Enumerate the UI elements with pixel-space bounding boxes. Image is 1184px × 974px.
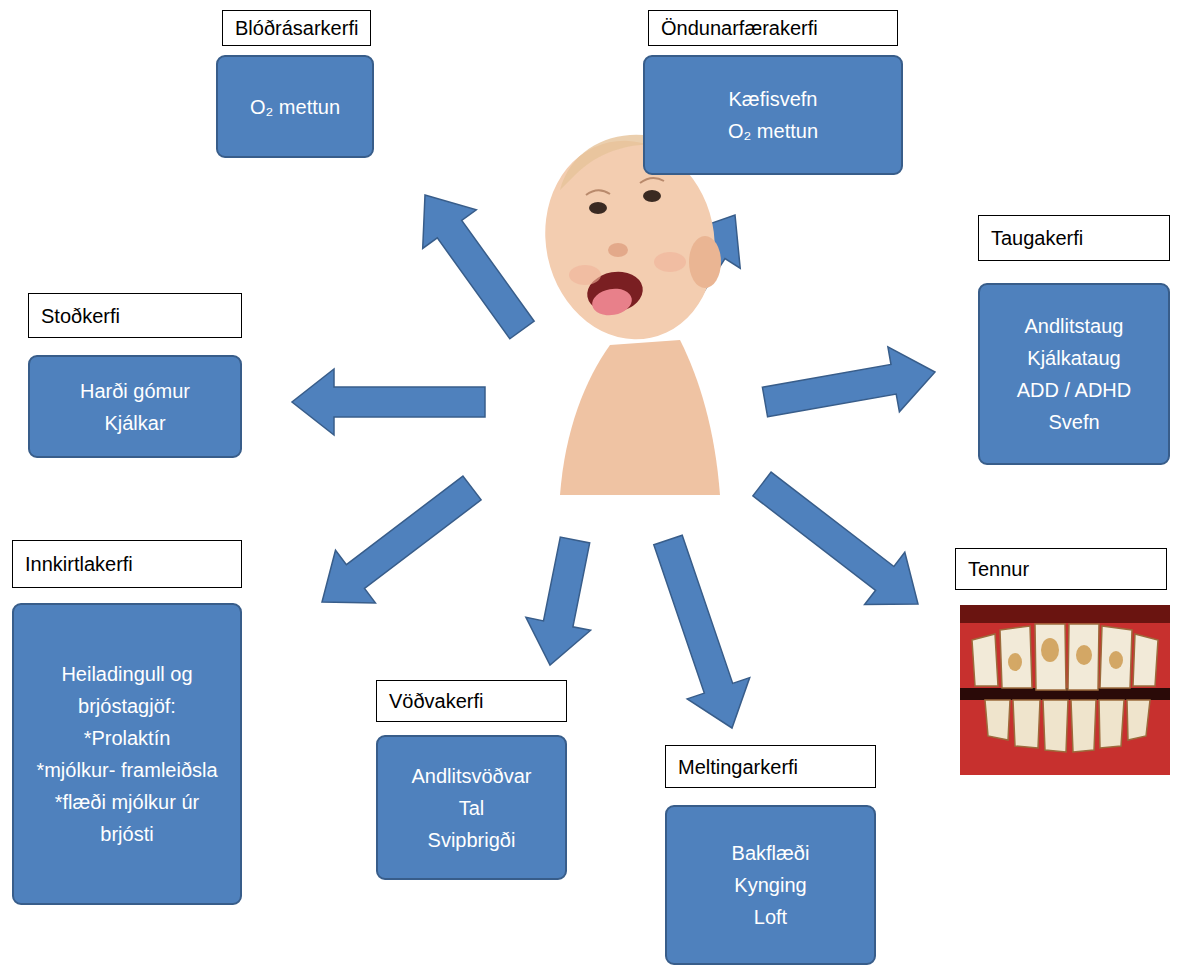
- item-text: O₂ mettun: [250, 91, 340, 123]
- item-text: O₂ mettun: [728, 115, 818, 147]
- item-text: Kjálkar: [104, 407, 165, 439]
- baby-brow: [640, 178, 664, 183]
- block-arrow: [654, 535, 750, 728]
- item-text: Bakflæði: [732, 837, 810, 869]
- item-text: Kynging: [734, 869, 806, 901]
- block-arrow: [292, 369, 485, 435]
- item-text: *mjólkur- framleiðsla: [36, 754, 217, 786]
- heading-text: Vöðvakerfi: [389, 688, 484, 714]
- item-text: Tal: [459, 792, 485, 824]
- item-text: Harði gómur: [80, 375, 190, 407]
- symptom-box: Heiladingull og brjóstagjöf:*Prolaktín*m…: [12, 603, 242, 905]
- block-arrow: [526, 537, 591, 665]
- system-heading-box: Blóðrásarkerfi: [222, 10, 371, 46]
- item-text: Loft: [754, 901, 787, 933]
- baby-illustration: [527, 125, 733, 495]
- system-heading-box: Meltingarkerfi: [665, 745, 876, 788]
- baby-nose: [608, 243, 628, 257]
- heading-text: Taugakerfi: [991, 225, 1083, 251]
- baby-neck: [560, 340, 720, 495]
- block-arrow: [423, 195, 535, 339]
- item-text: *Prolaktín: [84, 722, 171, 754]
- system-heading-box: Öndunarfærakerfi: [648, 10, 898, 46]
- system-heading-box: Taugakerfi: [978, 215, 1170, 261]
- symptom-box: Harði gómurKjálkar: [28, 355, 242, 458]
- baby-tongue: [590, 286, 634, 319]
- item-text: Andlitstaug: [1025, 310, 1124, 342]
- heading-text: Öndunarfærakerfi: [661, 15, 818, 41]
- arrow-group: [292, 195, 935, 728]
- block-arrow: [322, 476, 481, 603]
- symptom-box: BakflæðiKyngingLoft: [665, 805, 876, 965]
- block-arrow: [753, 472, 918, 604]
- heading-text: Meltingarkerfi: [678, 754, 798, 780]
- item-text: ADD / ADHD: [1017, 374, 1131, 406]
- baby-ear: [689, 236, 721, 288]
- heading-text: Innkirtlakerfi: [25, 551, 133, 577]
- item-text: *flæði mjólkur úr brjósti: [28, 786, 226, 850]
- system-heading-box: Vöðvakerfi: [376, 680, 567, 722]
- heading-text: Tennur: [968, 556, 1029, 582]
- system-heading-box: Stoðkerfi: [28, 293, 242, 338]
- teeth-illustration: [960, 605, 1170, 775]
- tooth-stains: [1008, 638, 1123, 671]
- system-heading-box: Tennur: [955, 548, 1167, 590]
- upper-teeth: [972, 624, 1158, 690]
- item-text: Kjálkataug: [1027, 342, 1120, 374]
- baby-cheek: [654, 252, 686, 272]
- symptom-box: AndlitstaugKjálkataugADD / ADHDSvefn: [978, 283, 1170, 465]
- item-text: Kæfisvefn: [729, 83, 818, 115]
- item-text: Svefn: [1048, 406, 1099, 438]
- item-text: Svipbrigði: [428, 824, 516, 856]
- symptom-box: AndlitsvöðvarTalSvipbrigði: [376, 735, 567, 880]
- item-text: Heiladingull og brjóstagjöf:: [28, 658, 226, 722]
- baby-cheek: [569, 265, 601, 285]
- baby-brow: [586, 190, 610, 195]
- block-arrow: [762, 347, 935, 417]
- heading-text: Blóðrásarkerfi: [235, 15, 358, 41]
- system-heading-box: Innkirtlakerfi: [12, 540, 242, 588]
- baby-eye: [589, 202, 607, 214]
- heading-text: Stoðkerfi: [41, 303, 120, 329]
- teeth-shadow: [960, 605, 1170, 623]
- symptom-box: O₂ mettun: [216, 55, 374, 158]
- baby-eye: [643, 190, 661, 202]
- item-text: Andlitsvöðvar: [411, 760, 531, 792]
- symptom-box: KæfisvefnO₂ mettun: [643, 55, 903, 175]
- lower-teeth: [985, 700, 1150, 752]
- teeth-gums: [960, 605, 1170, 775]
